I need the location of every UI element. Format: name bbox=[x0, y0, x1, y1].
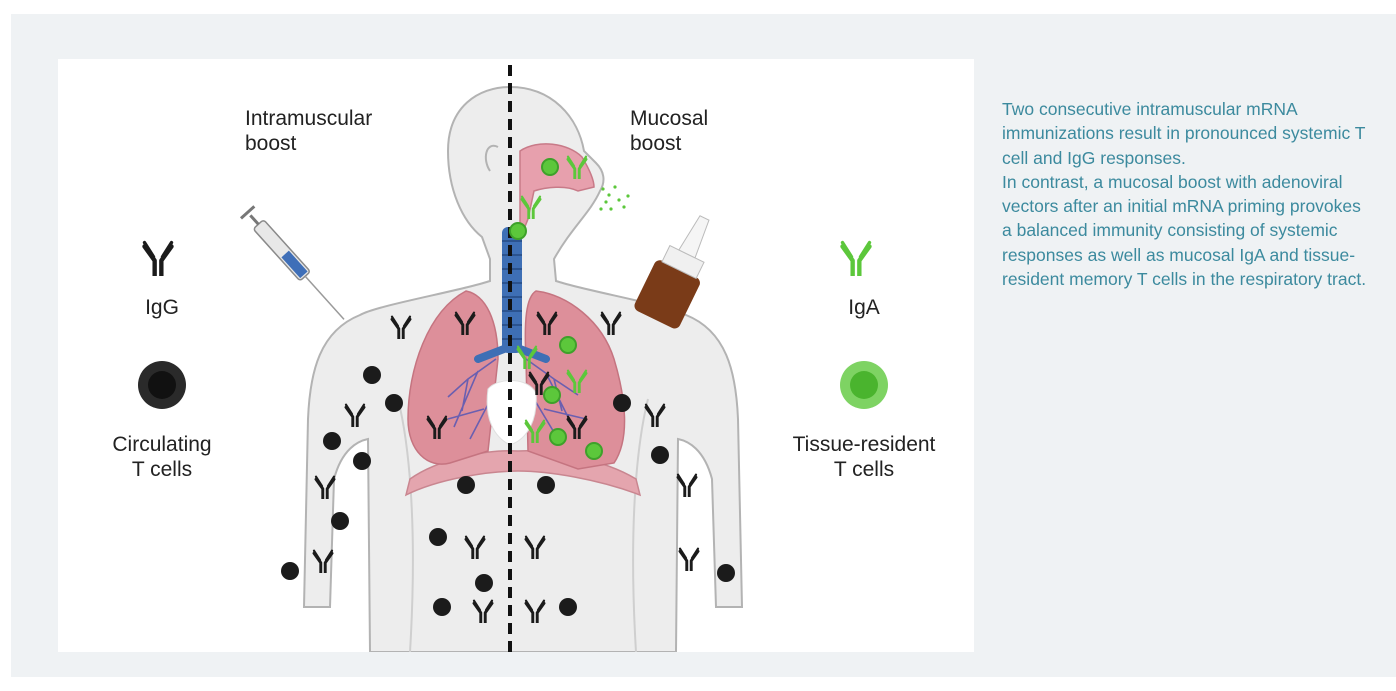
left-title: Intramuscular boost bbox=[245, 106, 372, 156]
circulating-label-line-1: Circulating bbox=[92, 432, 232, 457]
igg-label: IgG bbox=[122, 295, 202, 320]
igg-legend-icon bbox=[145, 243, 172, 276]
right-title: Mucosal boost bbox=[630, 106, 708, 156]
spray-droplets bbox=[599, 185, 629, 210]
circulating-label-line-2: T cells bbox=[92, 457, 232, 482]
nasal-spray-bottle bbox=[632, 207, 726, 330]
resident-label-line-1: Tissue-resident bbox=[780, 432, 948, 457]
syringe bbox=[241, 206, 351, 325]
right-title-line-2: boost bbox=[630, 131, 708, 156]
tissue-resident-t-cell-legend-icon bbox=[840, 361, 888, 409]
figure-caption: Two consecutive intramuscular mRNA immun… bbox=[1002, 97, 1367, 291]
immunization-figure: Intramuscular boost Mucosal boost IgG Ci… bbox=[58, 59, 974, 652]
circulating-t-cell-legend-icon bbox=[138, 361, 186, 409]
left-title-line-1: Intramuscular bbox=[245, 106, 372, 131]
body-diagram bbox=[58, 59, 974, 652]
iga-label: IgA bbox=[824, 295, 904, 320]
resident-label-line-2: T cells bbox=[780, 457, 948, 482]
left-title-line-2: boost bbox=[245, 131, 372, 156]
tissue-resident-t-cells-label: Tissue-resident T cells bbox=[780, 432, 948, 482]
circulating-t-cells-label: Circulating T cells bbox=[92, 432, 232, 482]
caption-paragraph-1: Two consecutive intramuscular mRNA immun… bbox=[1002, 97, 1367, 170]
caption-paragraph-2: In contrast, a mucosal boost with adenov… bbox=[1002, 170, 1367, 291]
right-title-line-1: Mucosal bbox=[630, 106, 708, 131]
iga-legend-icon bbox=[843, 243, 870, 276]
